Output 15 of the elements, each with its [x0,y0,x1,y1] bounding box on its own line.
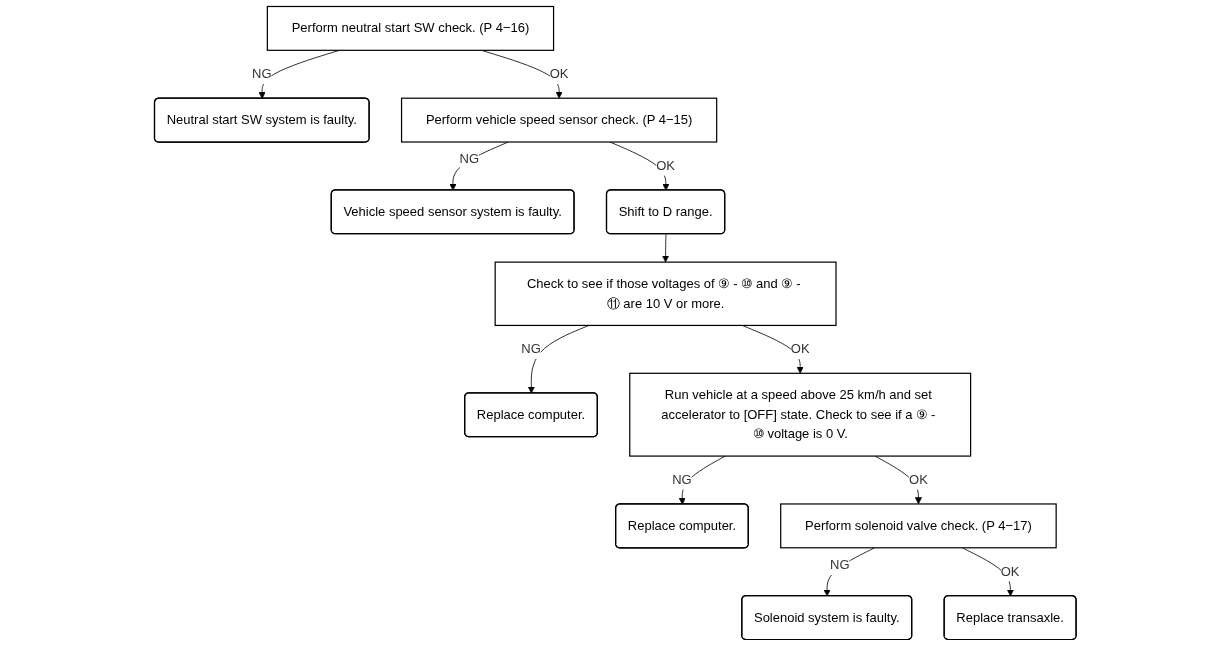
node-box: Check to see if those voltages of ⑨ - ⑩ and ⑨ - ⑪ are 10 V or more. [494,261,837,327]
edge-label: OK [1000,564,1020,579]
edge-label: NG [459,151,480,166]
edge-label: NG [521,342,541,356]
edge-label: NG [252,66,272,81]
edge-label: OK [791,342,810,356]
edge-label: NG [830,557,850,572]
edge-label: OK [909,472,929,487]
node-box: Perform vehicle speed sensor check. (P 4−15) [401,97,718,143]
node-box: Perform solenoid valve check. (P 4−17) [780,503,1057,549]
node-box: Perform neutral start SW check. (P 4−16) [266,5,555,51]
edge-label: OK [549,66,569,81]
node-box: Run vehicle at a speed above 25 km/h and set accelerator to [OFF] state. Check to see if a ⑨ - ⑩ voltage is 0 V. [629,372,972,457]
edge-label: NG [672,472,692,487]
edge-label: OK [656,158,676,173]
